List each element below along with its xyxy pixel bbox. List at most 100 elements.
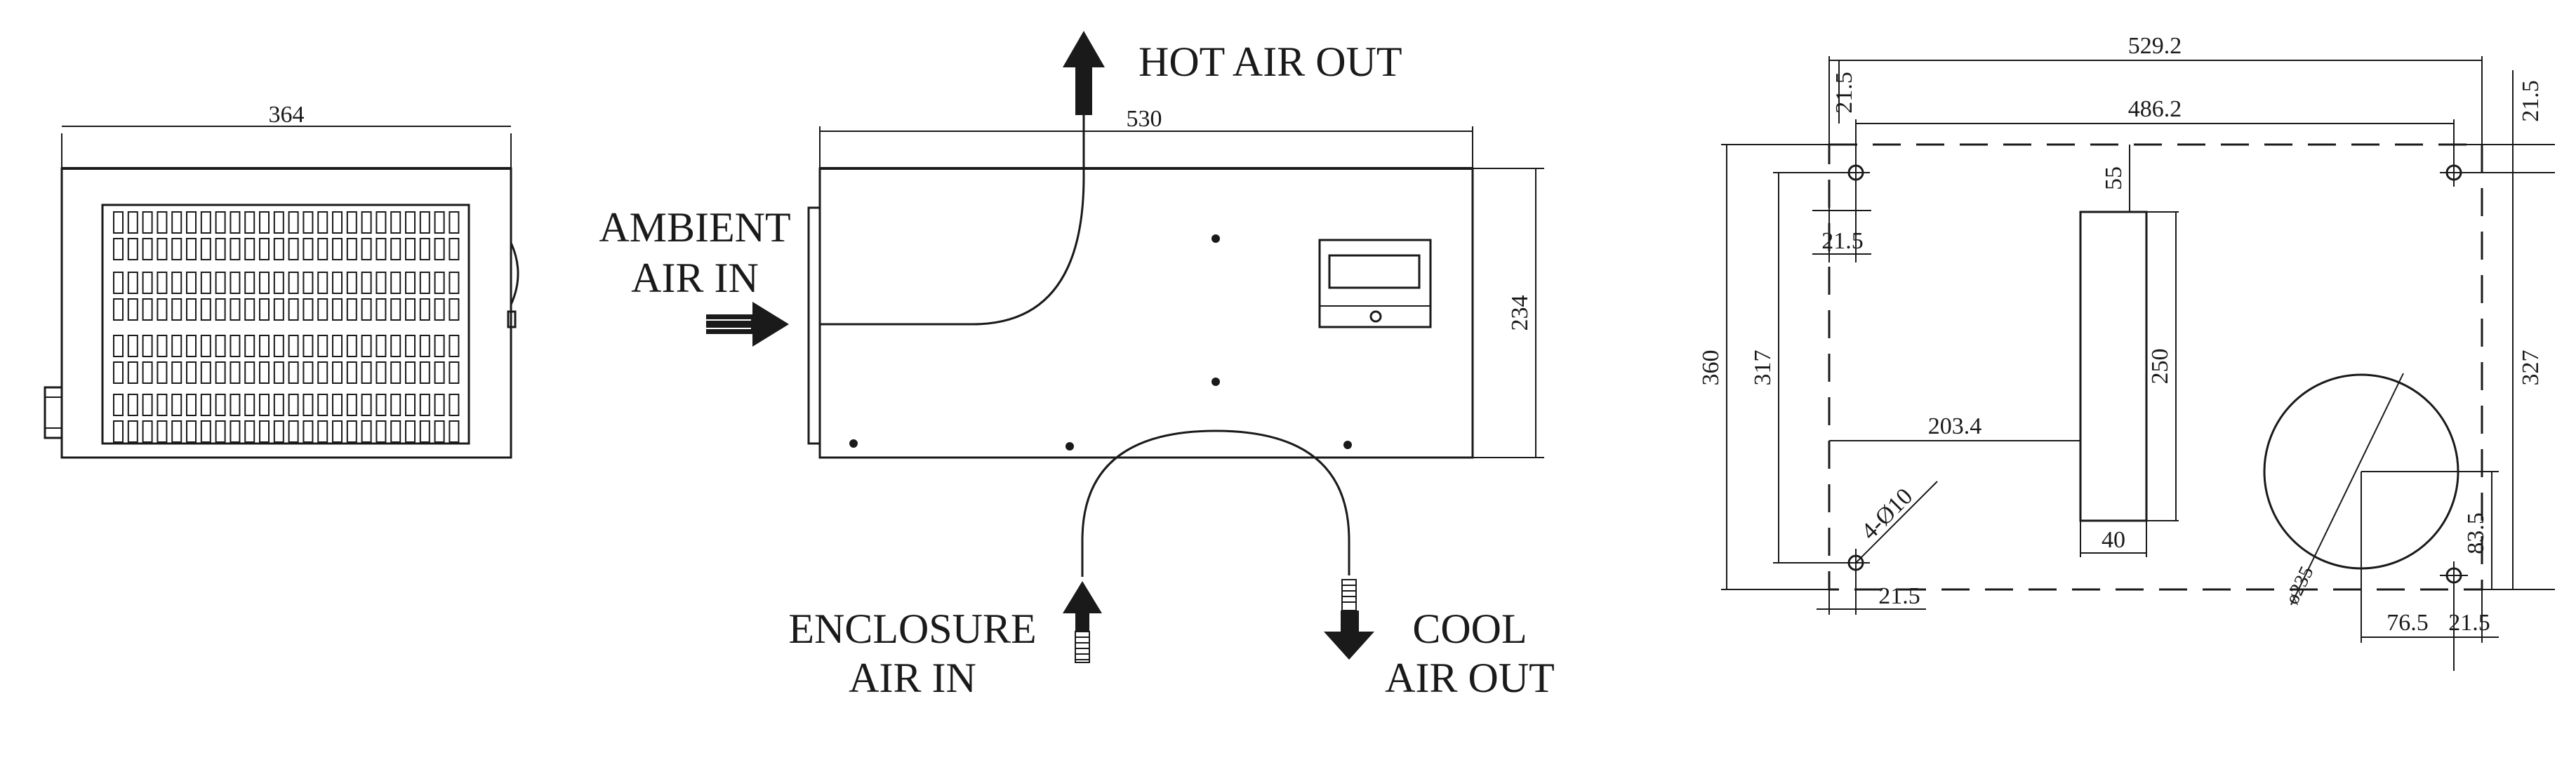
grille-slot: [376, 298, 387, 321]
grille-slot: [303, 238, 314, 260]
grille-slot: [273, 272, 284, 294]
grille-slot: [376, 361, 387, 384]
grille-slot: [346, 361, 357, 384]
grille-slot: [449, 420, 460, 443]
grille-slot: [419, 298, 430, 321]
grille-slot: [419, 211, 430, 234]
grille-slot: [157, 272, 168, 294]
grille-slot: [434, 361, 445, 384]
grille-slot: [186, 211, 197, 234]
grille-slot: [303, 298, 314, 321]
leader-line: [1855, 481, 1938, 564]
grille-slot: [171, 211, 182, 234]
grille-slot: [390, 298, 401, 321]
grille-slot: [273, 238, 284, 260]
dim-bottom-left-label: 21.5: [1878, 583, 1920, 609]
grille-slot: [405, 211, 416, 234]
dim-top-holes-label: 486.2: [2128, 96, 2182, 122]
grille-slot: [288, 361, 299, 384]
grille-slot: [215, 420, 226, 443]
grille-slot: [113, 298, 124, 321]
dim-rect-left-label: 203.4: [1928, 413, 1982, 439]
enclosure-air-in-label-1: ENCLOSURE: [788, 606, 1036, 652]
grille-slot: [244, 298, 255, 321]
grille-slot: [259, 420, 270, 443]
grille-slot: [113, 361, 124, 384]
hot-air-path: [820, 112, 1085, 326]
enclosure-air-in-label-2: AIR IN: [849, 655, 976, 701]
grille-slot: [303, 420, 314, 443]
grille-slot: [244, 394, 255, 416]
grille-slot: [142, 361, 153, 384]
front-screw: [1343, 441, 1352, 449]
grille-slot: [200, 335, 211, 357]
grille-slot: [273, 394, 284, 416]
dim-circle-y-label: 83.5: [2463, 512, 2489, 554]
grille-slot: [405, 420, 416, 443]
hot-air-out-label: HOT AIR OUT: [1138, 39, 1402, 85]
grille-slot: [171, 361, 182, 384]
grille-slot: [405, 335, 416, 357]
ambient-air-in-label-2: AIR IN: [631, 255, 759, 301]
grille-slot: [376, 238, 387, 260]
grille-slot: [288, 298, 299, 321]
dim-top-overall-label: 529.2: [2128, 33, 2182, 59]
grille-slot: [127, 420, 138, 443]
dim-rect-height-label: 250: [2147, 349, 2173, 385]
front-body: [818, 167, 1474, 459]
grille-slot: [390, 335, 401, 357]
grille-slot: [303, 394, 314, 416]
grille-slot: [244, 361, 255, 384]
grille-slot: [157, 420, 168, 443]
grille-slot: [215, 272, 226, 294]
side-view: 364: [44, 102, 519, 459]
grille-slot: [332, 420, 343, 443]
grille-slot: [157, 361, 168, 384]
grille-slot: [434, 420, 445, 443]
grille-slot: [376, 272, 387, 294]
grille-slot: [449, 298, 460, 321]
grille-slot: [113, 238, 124, 260]
grille-slot: [346, 394, 357, 416]
grille-slot: [405, 272, 416, 294]
grille-slot: [434, 335, 445, 357]
grille-slot: [244, 420, 255, 443]
grille-slot: [390, 394, 401, 416]
grille-slot: [200, 238, 211, 260]
grille-slot: [127, 361, 138, 384]
grille-slot: [390, 238, 401, 260]
grille-slot: [303, 272, 314, 294]
grille-slot: [361, 298, 372, 321]
front-screw: [849, 439, 858, 448]
grille-slot: [361, 361, 372, 384]
dim-circle-x-label: 76.5: [2386, 610, 2429, 636]
hot-air-out-arrow: [1063, 31, 1105, 115]
grille-slot: [434, 272, 445, 294]
grille-slot: [361, 420, 372, 443]
grille-slot: [215, 298, 226, 321]
grille-slot: [186, 238, 197, 260]
grille-slot: [186, 394, 197, 416]
grille-slot: [142, 238, 153, 260]
grille-slot: [230, 394, 241, 416]
controller-display: [1328, 254, 1421, 289]
grille-slot: [449, 394, 460, 416]
ambient-air-in-arrow: [705, 302, 789, 347]
grille-slot: [346, 335, 357, 357]
front-height-label: 234: [1507, 295, 1533, 331]
enclosure-air-loop: [1081, 429, 1350, 577]
front-screw: [1211, 234, 1220, 243]
grille-slot: [332, 361, 343, 384]
side-connector: [44, 386, 63, 439]
grille-slot: [230, 361, 241, 384]
grille-slot: [390, 272, 401, 294]
grille-slot: [288, 211, 299, 234]
grille-slot: [303, 361, 314, 384]
grille-slot: [215, 361, 226, 384]
controller-button: [1369, 310, 1382, 323]
cool-air-out-label-1: COOL: [1412, 606, 1527, 652]
grille-slot: [200, 272, 211, 294]
grille-slot: [113, 211, 124, 234]
